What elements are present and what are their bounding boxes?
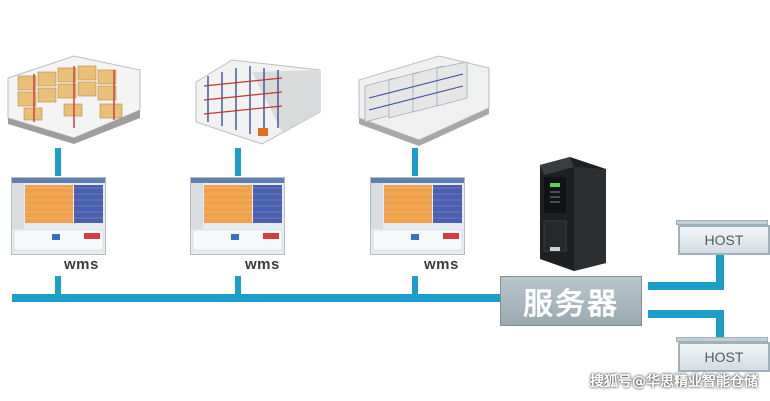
screen-sidebar bbox=[371, 183, 383, 229]
screen-grid-blue bbox=[253, 185, 282, 223]
host-tray-2 bbox=[676, 337, 768, 342]
server-tower-icon bbox=[540, 157, 606, 271]
connector-server-host-top bbox=[648, 282, 720, 290]
watermark: 搜狐号@华思精业智能仓储 bbox=[590, 374, 758, 390]
connector-warehouse-3 bbox=[412, 148, 418, 176]
wms-screen-graphic bbox=[371, 178, 464, 251]
screen-grid-orange bbox=[204, 185, 252, 223]
screen-sidebar bbox=[12, 183, 24, 229]
wms-label-1: wms bbox=[64, 256, 99, 273]
host-label-1: HOST bbox=[704, 232, 744, 248]
wms-screen-graphic bbox=[191, 178, 284, 251]
screen-detail-icon bbox=[52, 234, 60, 240]
screen-grid-blue bbox=[433, 185, 462, 223]
screen-titlebar bbox=[371, 178, 464, 183]
host-tray-1 bbox=[676, 220, 768, 225]
screen-grid-blue bbox=[74, 185, 103, 223]
connector-warehouse-2 bbox=[235, 148, 241, 176]
warehouse-image-2 bbox=[195, 59, 321, 145]
wms-label-2: wms bbox=[245, 256, 280, 273]
screen-grid-orange bbox=[25, 185, 73, 223]
screen-titlebar bbox=[191, 178, 284, 183]
screen-detail-bar bbox=[443, 233, 459, 239]
wms-screen-2 bbox=[190, 177, 285, 255]
wms-screen-graphic bbox=[12, 178, 105, 251]
host-box-1: HOST bbox=[678, 225, 770, 255]
host-label-2: HOST bbox=[704, 349, 744, 365]
connector-client-1 bbox=[55, 276, 61, 296]
screen-sidebar bbox=[191, 183, 203, 229]
wms-screen-1 bbox=[11, 177, 106, 255]
screen-detail-icon bbox=[231, 234, 239, 240]
warehouse-image-3 bbox=[358, 55, 490, 146]
network-bus bbox=[12, 294, 502, 302]
host-box-2: HOST bbox=[678, 342, 770, 372]
warehouse-image-1 bbox=[7, 55, 141, 144]
connector-server-host-bottom bbox=[648, 310, 720, 318]
screen-detail-bar bbox=[263, 233, 279, 239]
connector-client-3 bbox=[412, 276, 418, 296]
screen-detail-icon bbox=[411, 234, 419, 240]
connector-warehouse-1 bbox=[55, 148, 61, 176]
server-label: 服务器 bbox=[523, 287, 619, 322]
screen-detail-bar bbox=[84, 233, 100, 239]
wms-label-3: wms bbox=[424, 256, 459, 273]
connector-host-2-vertical bbox=[716, 310, 724, 342]
server-label-box: 服务器 bbox=[500, 276, 642, 326]
connector-client-2 bbox=[235, 276, 241, 296]
wms-screen-3 bbox=[370, 177, 465, 255]
screen-grid-orange bbox=[384, 185, 432, 223]
screen-titlebar bbox=[12, 178, 105, 183]
connector-host-1-vertical bbox=[716, 255, 724, 290]
